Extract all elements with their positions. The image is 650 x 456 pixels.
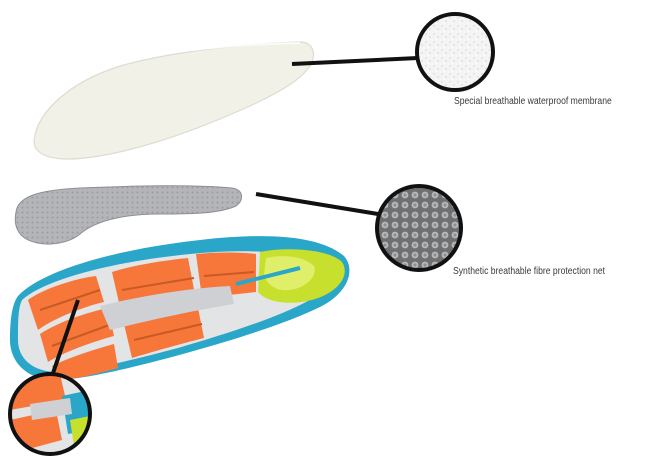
net-detail-circle [377, 186, 461, 270]
membrane-detail-circle [417, 14, 493, 90]
net-caption: Synthetic breathable fibre protection ne… [453, 266, 605, 277]
breathable-net-insert [15, 186, 241, 244]
leader-line-net [256, 194, 378, 214]
sole-detail-circle [10, 374, 90, 454]
membrane-insole [34, 42, 314, 159]
membrane-caption: Special breathable waterproof membrane [454, 96, 612, 107]
running-shoe-outsole [10, 236, 349, 380]
